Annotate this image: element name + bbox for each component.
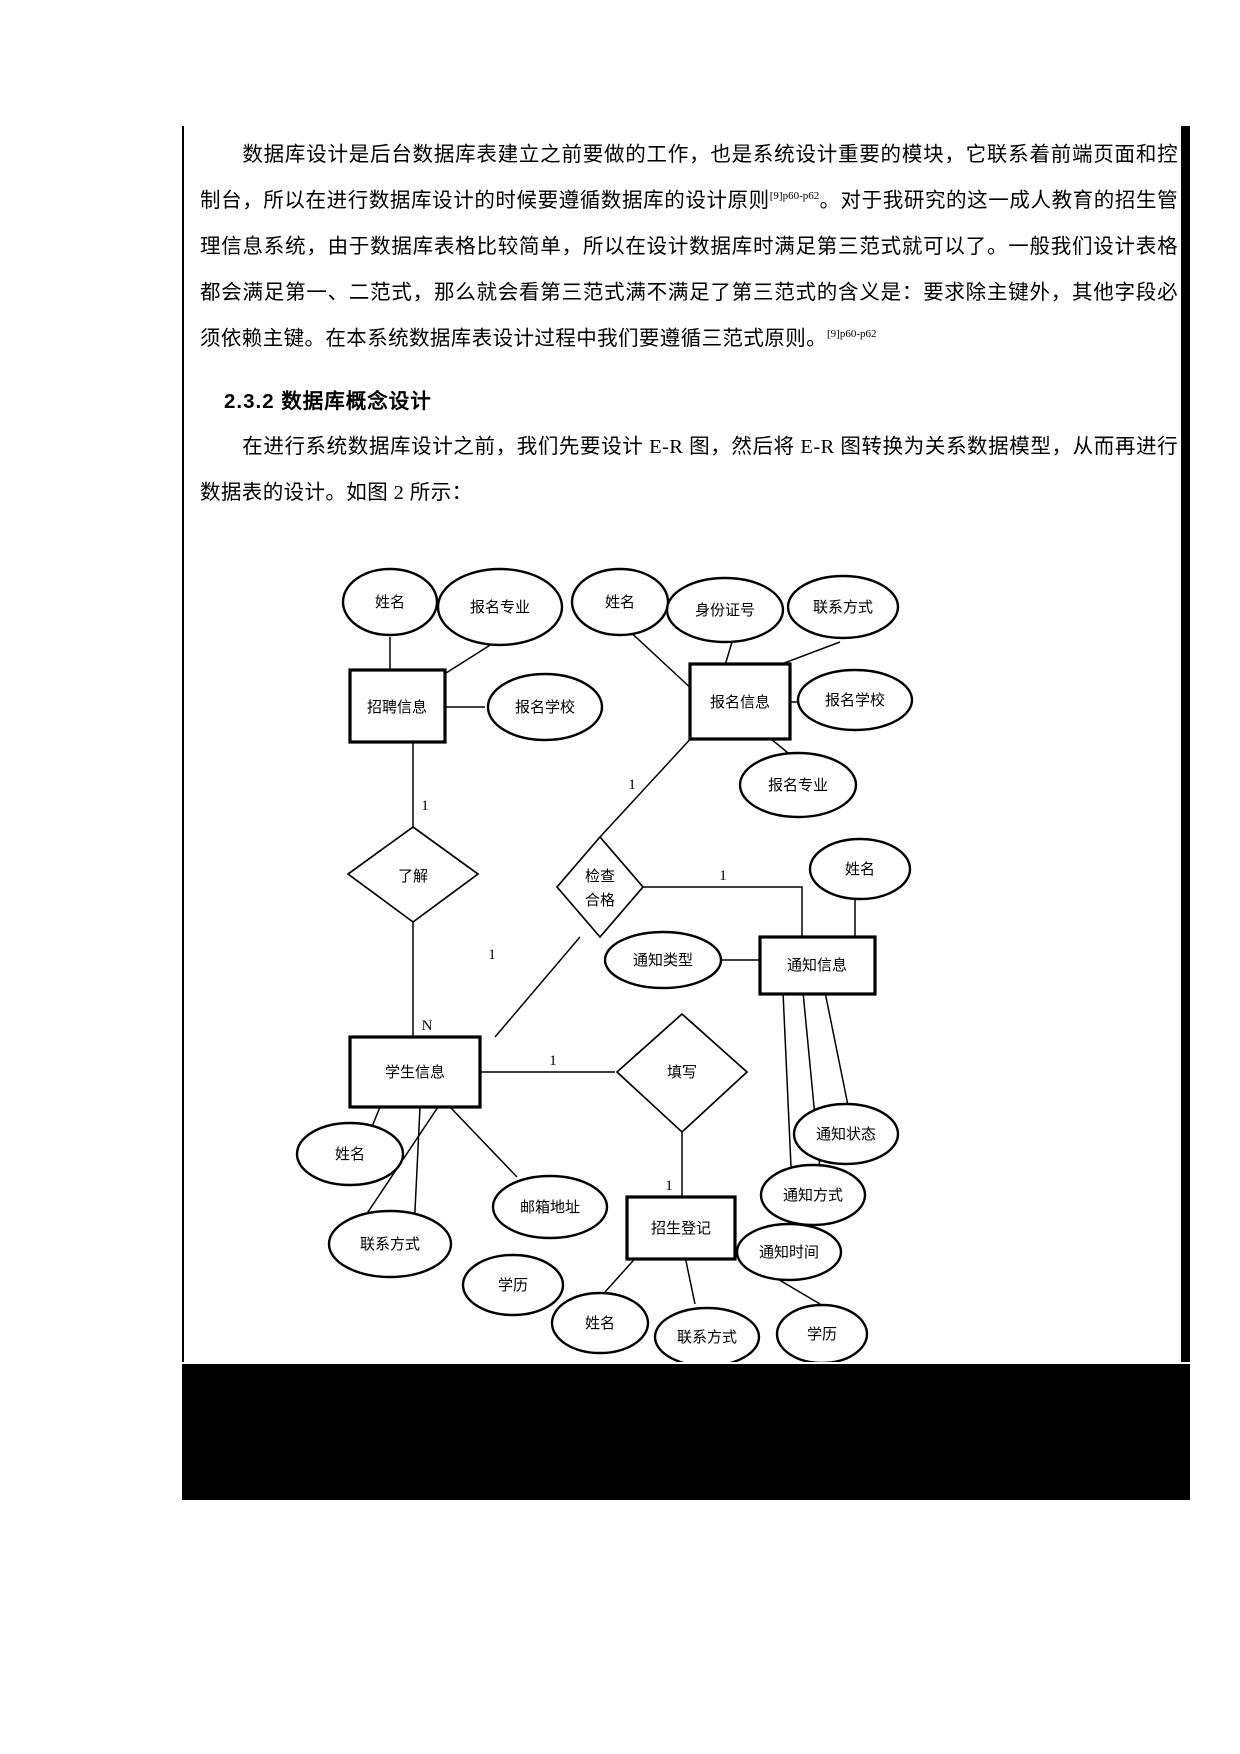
- edge-baoming-xingming: [624, 626, 696, 693]
- citation-ref-1: [9]p60-p62: [769, 190, 820, 203]
- cardinality-label: 1: [719, 868, 727, 884]
- attribute-baomingxuexiao-zhaopin: [486, 672, 604, 742]
- attribute-label: 报名学校: [515, 699, 575, 716]
- attribute-label: 联系方式: [677, 1329, 737, 1346]
- cardinality-label: 1: [549, 1053, 557, 1069]
- attribute-baomingzhuanye-zhaopin: [436, 567, 564, 647]
- attribute-label: 联系方式: [813, 599, 873, 616]
- attribute-tongzhileixing-tongzhi: [603, 930, 723, 990]
- paragraph-er-intro: 在进行系统数据库设计之前，我们先要设计 E-R 图，然后将 E-R 图转换为关系…: [200, 424, 1178, 516]
- edge-xuesheng-youxiang: [449, 1106, 518, 1178]
- attribute-label: 报名专业: [768, 777, 828, 794]
- attribute-lianxifangshi-baoming: [786, 574, 900, 640]
- attribute-xingming-zhaopin: [341, 567, 439, 637]
- edge-jiancha-tongzhi: [643, 886, 803, 937]
- attribute-tongzhifangshi-tongzhi: [759, 1163, 867, 1227]
- attribute-tongzhizhuangtai-tongzhi: [792, 1102, 900, 1166]
- relationship-label-line1: 检查: [585, 868, 615, 885]
- entity-label: 招聘信息: [367, 699, 427, 716]
- entity-zhaoshengdengji: [625, 1195, 737, 1261]
- entity-label: 通知信息: [787, 957, 847, 974]
- attribute-shenfenzhenghao-baoming: [665, 576, 785, 644]
- attribute-xueli-xuesheng: [461, 1253, 565, 1317]
- attribute-label: 通知类型: [633, 952, 693, 969]
- attribute-lianxifangshi-xuesheng: [327, 1209, 453, 1279]
- attribute-xingming-zhaosheng: [550, 1291, 650, 1355]
- attribute-label: 报名专业: [470, 599, 530, 616]
- attribute-baomingxuexiao-baoming: [796, 668, 914, 732]
- entity-xueshengxinxi: [348, 1035, 482, 1109]
- attribute-label: 联系方式: [360, 1236, 420, 1253]
- attribute-label: 身份证号: [695, 602, 755, 619]
- attribute-label: 邮箱地址: [520, 1199, 580, 1216]
- attribute-label: 姓名: [605, 594, 635, 611]
- attribute-label: 学历: [498, 1277, 528, 1294]
- attribute-xueli-zhaosheng: [775, 1303, 869, 1362]
- attribute-label: 报名学校: [825, 692, 885, 709]
- attribute-label: 通知状态: [816, 1126, 876, 1143]
- paragraph-1-text: 数据库设计是后台数据库表建立之前要做的工作，也是系统设计重要的模块，它联系着前端…: [200, 144, 1178, 212]
- attribute-xingming-xuesheng: [295, 1121, 405, 1187]
- paragraph-2-text: 在进行系统数据库设计之前，我们先要设计 E-R 图，然后将 E-R 图转换为关系…: [200, 436, 1178, 504]
- attribute-label: 通知时间: [759, 1244, 819, 1261]
- attribute-label: 姓名: [375, 594, 405, 611]
- cardinality-label: 1: [628, 777, 636, 793]
- relationship-tianxie: [615, 1012, 749, 1134]
- paragraph-database-design: 数据库设计是后台数据库表建立之前要做的工作，也是系统设计重要的模块，它联系着前端…: [200, 132, 1178, 362]
- relationship-jianchahege: [555, 835, 645, 939]
- relationship-liaojie: [346, 825, 480, 924]
- document-body: 数据库设计是后台数据库表建立之前要做的工作，也是系统设计重要的模块，它联系着前端…: [200, 132, 1178, 516]
- page-footer-bar: [182, 1364, 1190, 1500]
- cardinality-label: 1: [421, 798, 429, 814]
- attribute-youxiangdizhi-xuesheng: [491, 1174, 609, 1240]
- entity-baomingxinxi: [688, 662, 792, 741]
- edge-baoming-jiancha: [599, 733, 696, 838]
- entity-label: 学生信息: [385, 1064, 445, 1081]
- entity-label: 报名信息: [710, 694, 770, 711]
- entity-tongzhixinxi: [758, 935, 877, 996]
- attribute-label: 学历: [807, 1326, 837, 1343]
- attribute-xingming-tongzhi: [808, 837, 912, 901]
- entity-zhaopinxinxi: [348, 668, 447, 744]
- cardinality-label: 1: [665, 1178, 673, 1194]
- relationship-label: 填写: [667, 1064, 697, 1081]
- paragraph-1-continued: 。对于我研究的这一成人教育的招生管理信息系统，由于数据库表格比较简单，所以在设计…: [200, 190, 1178, 350]
- attribute-baomingzhuanye-baoming: [738, 751, 858, 819]
- relationship-label-line2: 合格: [585, 892, 615, 909]
- entity-label: 招生登记: [651, 1220, 711, 1237]
- attribute-label: 姓名: [585, 1315, 615, 1332]
- attribute-lianxifangshi-zhaosheng: [653, 1306, 761, 1362]
- attribute-label: 姓名: [845, 861, 875, 878]
- attribute-label: 通知方式: [783, 1187, 843, 1204]
- citation-ref-2: [9]p60-p62: [827, 328, 877, 341]
- er-diagram: 姓名 报名专业 报名学校 姓名 身份证号 联系方式 报名学校 报名专业 姓名 通…: [195, 552, 1180, 1362]
- attribute-tongzhishijian-tongzhi: [735, 1222, 843, 1282]
- document-text-frame: [182, 126, 1190, 1362]
- section-heading-2-3-2: 2.3.2 数据库概念设计: [224, 390, 432, 413]
- edge-jiancha-xuesheng: [494, 936, 581, 1038]
- cardinality-label: 1: [488, 947, 496, 963]
- attribute-label: 姓名: [335, 1146, 365, 1163]
- relationship-label: 了解: [398, 868, 428, 885]
- cardinality-label: N: [422, 1018, 433, 1034]
